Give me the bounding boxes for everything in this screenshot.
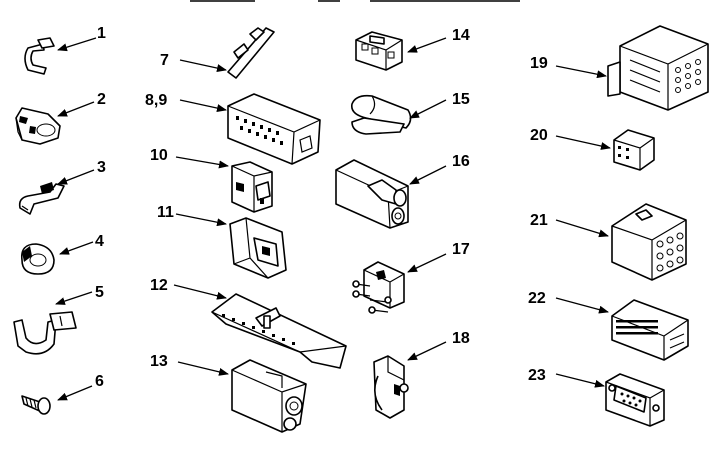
part-10-leader bbox=[175, 156, 229, 169]
part-13-leader bbox=[177, 361, 229, 376]
part-22-pin-grid-connector bbox=[611, 299, 689, 361]
part-6-screw bbox=[21, 395, 51, 415]
part-2-clamp bbox=[15, 107, 61, 145]
part-14-plug bbox=[355, 31, 403, 71]
part-21-cube-connector bbox=[611, 203, 687, 281]
part-22-label: 22 bbox=[528, 290, 546, 307]
part-18-leader bbox=[407, 341, 447, 361]
part-7-strip bbox=[227, 27, 275, 79]
part-12-label: 12 bbox=[150, 277, 168, 294]
part-6-leader bbox=[57, 385, 93, 401]
part-1-clip bbox=[24, 37, 55, 75]
part-13-label: 13 bbox=[150, 353, 168, 370]
part-23-dsub-connector bbox=[605, 373, 665, 427]
part-12-terminal-block bbox=[211, 293, 347, 369]
part-1-label: 1 bbox=[97, 25, 106, 42]
part-15-sleeve bbox=[350, 94, 412, 135]
part-11-leader bbox=[175, 213, 227, 227]
part-4-leader bbox=[59, 241, 94, 255]
part-10-connector bbox=[231, 161, 273, 213]
part-4-label: 4 bbox=[95, 233, 104, 250]
part-5-cable-clamp bbox=[13, 311, 77, 355]
part-14-leader bbox=[407, 37, 447, 53]
part-20-leader bbox=[555, 135, 611, 150]
part-20-square-connector bbox=[613, 129, 655, 171]
part-12-leader bbox=[173, 284, 227, 300]
part-18-clip-housing bbox=[373, 355, 409, 419]
part-3-retainer bbox=[18, 182, 65, 215]
part-19-stacked-connector bbox=[607, 25, 709, 111]
part-19-label: 19 bbox=[530, 55, 548, 72]
part-4-ring bbox=[20, 243, 55, 275]
part-8-9-connector bbox=[227, 93, 321, 165]
part-6-label: 6 bbox=[95, 373, 104, 390]
part-5-label: 5 bbox=[95, 284, 104, 301]
part-13-box-connector bbox=[231, 359, 307, 433]
part-3-leader bbox=[57, 169, 95, 185]
part-20-label: 20 bbox=[530, 127, 548, 144]
part-16-leader bbox=[409, 165, 447, 185]
part-21-label: 21 bbox=[530, 212, 548, 229]
part-11-label: 11 bbox=[157, 204, 174, 221]
part-2-label: 2 bbox=[97, 91, 106, 108]
part-5-leader bbox=[55, 291, 93, 305]
part-17-label: 17 bbox=[452, 241, 470, 258]
part-8-9-label: 8,9 bbox=[145, 92, 167, 109]
part-7-leader bbox=[179, 59, 227, 72]
part-16-large-plug bbox=[335, 159, 409, 229]
part-2-leader bbox=[57, 101, 95, 117]
part-17-leader bbox=[407, 253, 447, 273]
part-16-label: 16 bbox=[452, 153, 470, 170]
part-10-label: 10 bbox=[150, 147, 168, 164]
part-22-leader bbox=[555, 297, 609, 314]
part-17-prong-block bbox=[352, 261, 405, 314]
part-23-label: 23 bbox=[528, 367, 546, 384]
part-21-leader bbox=[555, 219, 609, 238]
part-11-housing bbox=[229, 217, 287, 279]
part-18-label: 18 bbox=[452, 330, 470, 347]
part-7-label: 7 bbox=[160, 52, 169, 69]
part-19-leader bbox=[555, 65, 607, 79]
part-3-label: 3 bbox=[97, 159, 106, 176]
part-1-leader bbox=[57, 37, 97, 52]
part-15-label: 15 bbox=[452, 91, 470, 108]
part-23-leader bbox=[555, 373, 605, 388]
part-15-leader bbox=[409, 99, 447, 119]
part-8-9-leader bbox=[179, 99, 227, 112]
part-14-label: 14 bbox=[452, 27, 470, 44]
